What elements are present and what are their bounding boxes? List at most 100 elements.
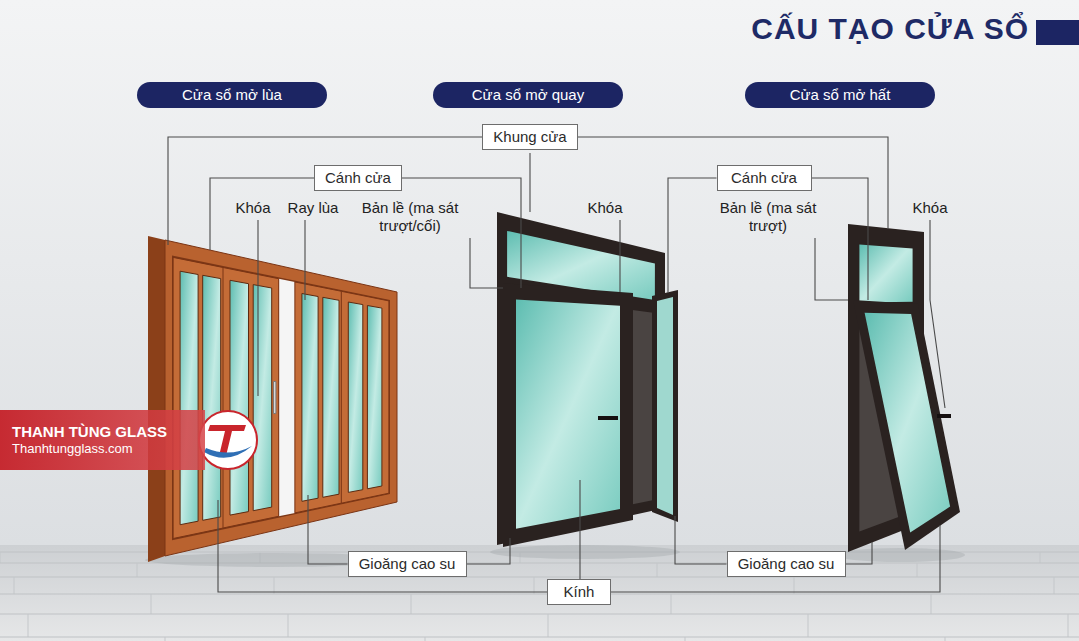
frame-side [148, 236, 165, 562]
plank-joint [28, 614, 29, 637]
leader-line [812, 178, 869, 300]
node-text: Kính [564, 583, 595, 601]
window-shadow [490, 545, 680, 559]
plank-joint [917, 563, 918, 577]
node-text: Cửa sổ mở quay [472, 86, 584, 104]
plank-line [0, 577, 1079, 578]
lock-handle [598, 416, 618, 420]
part-box: Gioăng cao su [348, 551, 467, 577]
leader-line [579, 480, 580, 579]
leader-line [218, 500, 547, 592]
plank-joint [1054, 577, 1055, 594]
node-text: Cánh cửa [731, 169, 797, 187]
leader-line [308, 495, 348, 564]
plank-joint [657, 563, 658, 577]
watermark-band: THANH TÙNG GLASSThanhtungglass.com [0, 410, 205, 470]
plank-joint [425, 637, 426, 641]
plank-joint [945, 637, 946, 641]
awning-window [848, 224, 960, 552]
leader-line [619, 220, 620, 292]
leader-line [257, 220, 258, 396]
open-gap [279, 279, 295, 517]
plank-joint [165, 637, 166, 641]
leader-lines [168, 137, 945, 592]
glass-pane [203, 275, 221, 520]
part-label: Khóa [587, 199, 622, 217]
plank-joint [1068, 614, 1069, 637]
glass-pane [302, 294, 318, 502]
plank-joint [411, 594, 412, 614]
part-box: Khung cửa [482, 124, 578, 150]
type-pill: Cửa sổ mở hất [745, 82, 935, 108]
plank-joint [671, 594, 672, 614]
glass-pane [180, 271, 198, 525]
glass-pane [323, 297, 339, 497]
transom-glass [859, 245, 912, 303]
part-box: Kính [547, 579, 611, 605]
leader-line [815, 238, 848, 300]
node-text: Gioăng cao su [359, 555, 456, 573]
type-pill: Cửa sổ mở lùa [137, 82, 327, 108]
floor-planks [0, 552, 1079, 641]
leader-line [611, 525, 940, 592]
window-frame [497, 212, 665, 545]
type-pill: Cửa sổ mở quay [433, 82, 623, 108]
floor [0, 545, 1079, 641]
glass-pane [367, 306, 382, 489]
plank-line [0, 637, 1079, 638]
leader-line [304, 220, 305, 300]
part-label: Bản lề (ma sát trượt) [707, 199, 829, 235]
plank-joint [931, 594, 932, 614]
plank-joint [288, 614, 289, 637]
sash [223, 268, 279, 529]
plank-joint [137, 563, 138, 577]
casement-window [497, 212, 678, 547]
glass-pane [230, 280, 249, 515]
node-text: Cửa sổ mở lùa [182, 86, 282, 104]
lock-handle [274, 382, 276, 414]
plank-joint [151, 594, 152, 614]
part-label: Khóa [912, 199, 947, 217]
glass-pane [657, 297, 673, 515]
node-text: Thanhtungglass.com [12, 441, 133, 457]
plank-joint [548, 614, 549, 637]
leader-line [675, 516, 727, 564]
node-text: THANH TÙNG GLASS [12, 423, 167, 441]
open-sash [652, 290, 678, 522]
plank-joint [14, 577, 15, 594]
logo-swoosh [204, 446, 252, 458]
leader-line [930, 220, 945, 408]
part-box: Cánh cửa [717, 165, 812, 191]
part-label: Bản lề (ma sát trượt/cối) [340, 199, 480, 235]
part-box: Gioăng cao su [727, 551, 846, 577]
leader-line [529, 153, 530, 212]
glass-pane [865, 313, 951, 533]
sash [173, 257, 228, 538]
plank-joint [808, 614, 809, 637]
glass-pane [253, 285, 272, 511]
leader-line [168, 137, 482, 245]
leader-line [470, 238, 503, 288]
glass-pane [516, 300, 620, 529]
title: CẤU TẠO CỬA SỔ [751, 12, 1029, 46]
sliding-window [148, 236, 397, 562]
plank-joint [685, 637, 686, 641]
node-text: Cửa sổ mở hất [790, 86, 891, 104]
plank-line [0, 594, 1079, 595]
node-text: Cánh cửa [325, 169, 391, 187]
logo-circle [199, 411, 257, 469]
glass-pane [348, 302, 363, 492]
sash [295, 282, 346, 513]
part-box: Cánh cửa [314, 165, 402, 191]
title-bar [1036, 20, 1079, 45]
leader-line [668, 178, 717, 293]
plank-joint [0, 552, 1, 563]
node-text: Khung cửa [493, 128, 566, 146]
node-text: Gioăng cao su [738, 555, 835, 573]
logo [199, 411, 257, 469]
plank-line [0, 614, 1079, 615]
sash [341, 291, 389, 503]
part-label: Khóa [235, 199, 270, 217]
window-shadow [835, 548, 965, 562]
frame-track [172, 256, 390, 541]
